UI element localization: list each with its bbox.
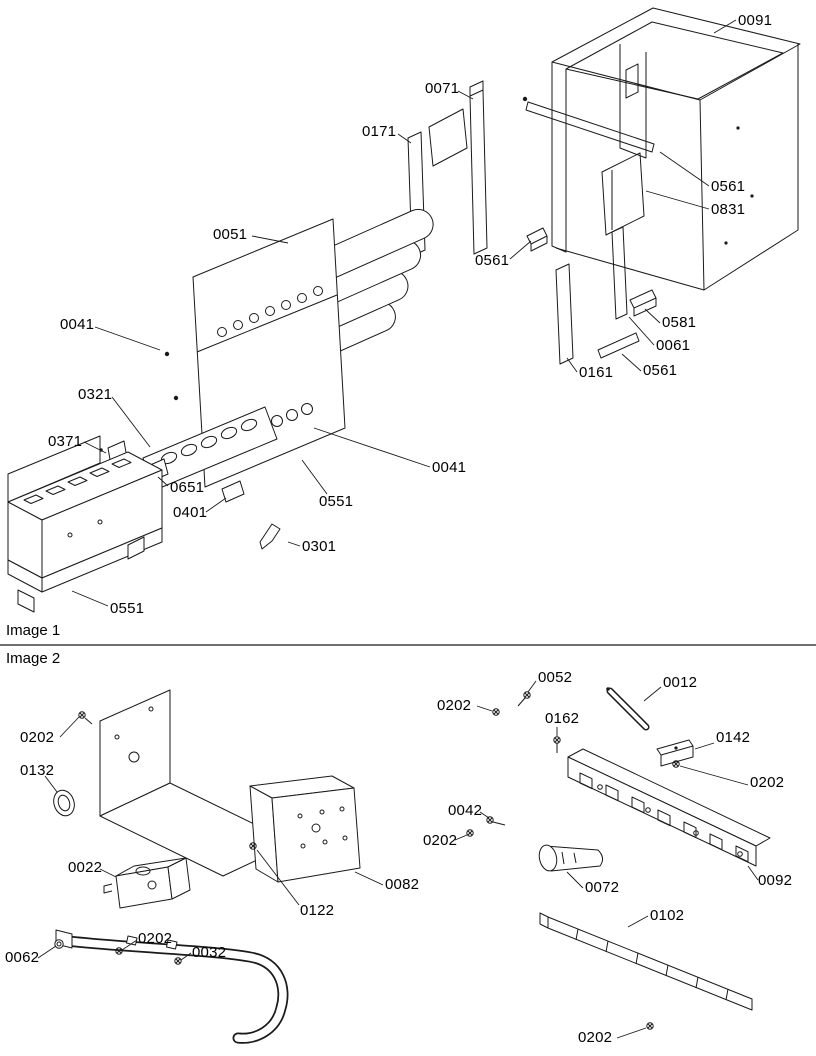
burner-assembly-drawing [7, 435, 163, 613]
leader-lines-image1 [71, 19, 737, 607]
cabinet-wrapper-drawing [522, 7, 801, 291]
screw-icons-image1 [164, 351, 179, 401]
callout-0561-c: 0561 [643, 362, 678, 379]
flue-strip-right-drawing [469, 80, 488, 255]
callout-0202-a: 0202 [437, 697, 472, 714]
callout-0092: 0092 [758, 872, 793, 889]
callout-0202-f: 0202 [578, 1029, 613, 1046]
callout-0052: 0052 [538, 669, 573, 686]
leader-lines-image2 [37, 680, 759, 1039]
callout-0551-a: 0551 [319, 493, 354, 510]
callout-0072: 0072 [585, 879, 620, 896]
sensor-rod-drawing [606, 687, 650, 731]
callout-0202-e: 0202 [138, 930, 173, 947]
callout-0012: 0012 [663, 674, 698, 691]
control-box-drawing [249, 775, 361, 883]
burner-cone-drawing [538, 844, 604, 872]
callout-0401: 0401 [173, 504, 208, 521]
callout-0071: 0071 [425, 80, 460, 97]
burner-plate-drawing [142, 406, 278, 491]
partition-bracket-drawing [99, 689, 294, 877]
angle-clip-drawings [526, 227, 657, 359]
callout-0102: 0102 [650, 907, 685, 924]
callout-0091: 0091 [738, 12, 773, 29]
callout-0051: 0051 [213, 226, 248, 243]
callout-0561-a: 0561 [711, 178, 746, 195]
image1-art [7, 7, 801, 613]
callout-0301: 0301 [302, 538, 337, 555]
grommet-drawing [53, 789, 75, 817]
callout-0162: 0162 [545, 710, 580, 727]
image1-label: Image 1 [6, 622, 61, 639]
manifold-pipe-drawing [54, 929, 289, 1044]
support-bracket-drawing [601, 152, 645, 236]
callout-0122: 0122 [300, 902, 335, 919]
callout-0082: 0082 [385, 876, 420, 893]
callout-0321: 0321 [78, 386, 113, 403]
callout-0551-b: 0551 [110, 600, 145, 617]
callout-0202-c: 0202 [750, 774, 785, 791]
callout-0041-a: 0041 [60, 316, 95, 333]
image2-label: Image 2 [6, 650, 61, 667]
gas-valve-drawing [103, 857, 191, 909]
callout-0022: 0022 [68, 859, 103, 876]
image2-art [37, 680, 771, 1044]
callout-0581: 0581 [662, 314, 697, 331]
callout-0202-b: 0202 [20, 729, 55, 746]
callout-0061: 0061 [656, 337, 691, 354]
burner-rail-drawing [567, 748, 771, 867]
callout-0371: 0371 [48, 433, 83, 450]
cabinet-rail-drawing [525, 101, 655, 153]
callout-0171: 0171 [362, 123, 397, 140]
channel-strip-drawing [555, 226, 628, 365]
callout-0132: 0132 [20, 762, 55, 779]
screw-icons-image2 [78, 691, 680, 1030]
callout-0042: 0042 [448, 802, 483, 819]
callout-0142: 0142 [716, 729, 751, 746]
callout-0041-b: 0041 [432, 459, 467, 476]
callout-0561-b: 0561 [475, 252, 510, 269]
callout-0831: 0831 [711, 201, 746, 218]
retainer-strip-drawing [539, 912, 753, 1011]
callout-0062: 0062 [5, 949, 40, 966]
callout-0202-d: 0202 [423, 832, 458, 849]
heat-exchanger-panel-drawing [192, 218, 346, 488]
callout-0651: 0651 [170, 479, 205, 496]
callout-0161: 0161 [579, 364, 614, 381]
clip-bracket-drawing [656, 739, 694, 767]
callout-0032: 0032 [192, 944, 227, 961]
